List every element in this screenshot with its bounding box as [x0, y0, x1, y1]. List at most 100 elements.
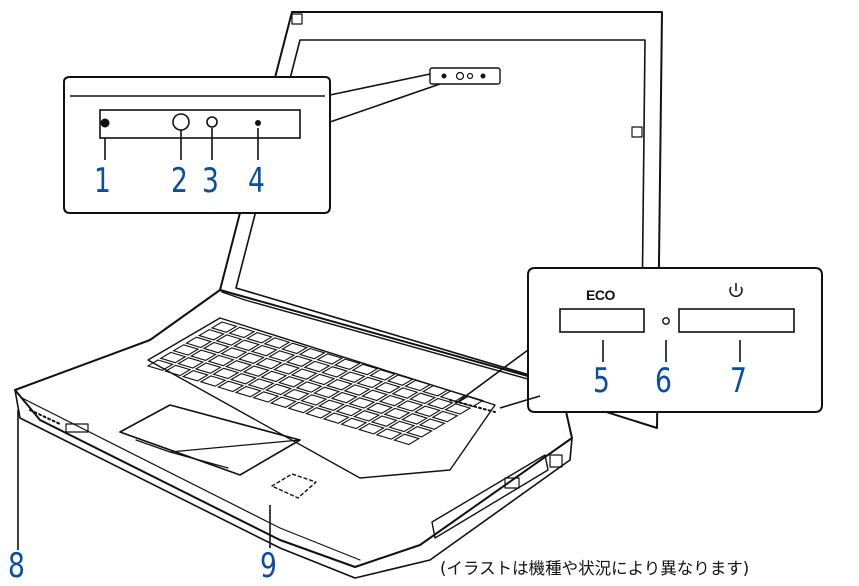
- laptop-base: [14, 289, 573, 568]
- keyboard-key: [298, 347, 326, 360]
- keyboard-key: [263, 337, 291, 349]
- keyboard-key: [233, 339, 261, 352]
- keyboard-key: [353, 410, 381, 422]
- keyboard-key: [370, 415, 398, 427]
- keyboard-key: [369, 369, 397, 381]
- keyboard-key: [268, 350, 296, 362]
- callout-2: 2: [171, 161, 188, 201]
- keyboard-key: [343, 384, 371, 396]
- keyboard-key: [164, 364, 192, 377]
- callout-6: 6: [655, 361, 672, 401]
- keyboard-key: [250, 344, 278, 357]
- front-edge: [14, 389, 573, 579]
- keyboard-key: [405, 426, 433, 438]
- keyboard-key: [388, 420, 416, 433]
- keyboard-key: [308, 373, 336, 386]
- keyboard-key: [215, 334, 243, 346]
- keyboard-key: [285, 355, 313, 367]
- zoom-box-camera: [63, 73, 441, 214]
- keyboard-key: [225, 360, 253, 372]
- mic-dot: [100, 118, 110, 128]
- keyboard-key: [361, 389, 389, 402]
- keyboard-key: [234, 385, 262, 398]
- keyboard-key: [330, 391, 358, 404]
- keyboard-key: [325, 379, 353, 391]
- keyboard-key: [281, 342, 309, 355]
- eco-led: [662, 317, 670, 325]
- keyboard-key: [431, 410, 459, 423]
- keyboard-key: [322, 412, 350, 424]
- keyboard-key: [401, 413, 429, 425]
- keyboard-key: [375, 428, 403, 440]
- callout-4: 4: [248, 161, 265, 201]
- fingerprint-sensor: [271, 473, 317, 499]
- keyboard-key: [356, 376, 384, 389]
- keyboard-key: [210, 321, 238, 333]
- keyboard-key: [383, 407, 411, 420]
- callout-5: 5: [593, 361, 610, 401]
- callout-1: 1: [94, 161, 111, 201]
- keyboard-key: [237, 352, 265, 364]
- keyboard-key: [303, 360, 331, 373]
- keyboard-key: [313, 386, 341, 399]
- zoom-box-buttons: [454, 267, 823, 413]
- keyboard-key: [439, 390, 467, 402]
- lid-corner-top-left: [291, 13, 303, 25]
- keyboard-key: [197, 329, 225, 341]
- keyboard-keys: [146, 321, 485, 446]
- caption: (イラストは機種や状況により異なります): [440, 559, 750, 578]
- keyboard-key: [159, 351, 187, 364]
- keyboard-key: [245, 332, 273, 344]
- callout-8: 8: [8, 546, 25, 586]
- keyboard-key: [265, 383, 293, 396]
- keyboard-key: [217, 380, 245, 393]
- optical-drive: [431, 454, 549, 539]
- keyboard-key: [391, 387, 419, 399]
- camera-sensor: [206, 116, 218, 128]
- keyboard-key: [202, 341, 230, 354]
- keyboard-key: [418, 418, 446, 430]
- keyboard-key: [212, 367, 240, 380]
- keyboard-key: [338, 371, 366, 383]
- keyboard-key: [199, 375, 227, 387]
- keyboard-key: [404, 379, 432, 392]
- keyboard-key: [260, 370, 288, 383]
- eco-button: [559, 308, 645, 333]
- eco-button-label: ECO: [586, 287, 615, 303]
- power-button: [678, 308, 795, 333]
- webcam-bar: [429, 67, 501, 85]
- callout-9: 9: [260, 546, 277, 586]
- keyboard-key: [300, 394, 328, 406]
- callout-7: 7: [730, 361, 747, 401]
- keyboard-key: [457, 395, 485, 408]
- keyboard-key: [333, 358, 361, 370]
- keyboard-key: [357, 423, 385, 435]
- keyboard-key: [365, 402, 393, 414]
- keyboard-key: [386, 374, 414, 386]
- callout-3: 3: [202, 161, 219, 201]
- keyboard-key: [282, 388, 310, 401]
- keyboard-key: [426, 397, 454, 410]
- keyboard-key: [177, 357, 205, 369]
- keyboard-key: [340, 417, 368, 430]
- keyboard-key: [194, 362, 222, 374]
- keyboard-key: [290, 368, 318, 380]
- keyboard-key: [396, 400, 424, 412]
- keyboard-key: [316, 353, 344, 365]
- keyboard-key: [421, 385, 449, 397]
- keyboard-key: [305, 407, 333, 419]
- keyboard-key: [189, 349, 217, 361]
- lid-corner-top-right: [631, 126, 643, 138]
- keyboard-key: [269, 396, 297, 408]
- keyboard-key: [146, 359, 174, 371]
- keyboard-key: [287, 401, 315, 414]
- keyboard-key: [185, 336, 213, 349]
- keyboard-key: [373, 382, 401, 394]
- keyboard-key: [228, 326, 256, 339]
- keyboard-key: [277, 376, 305, 388]
- keyboard-key: [220, 347, 248, 359]
- keyboard-key: [335, 404, 363, 417]
- keyboard-key: [317, 399, 345, 411]
- keyboard-key: [255, 357, 283, 370]
